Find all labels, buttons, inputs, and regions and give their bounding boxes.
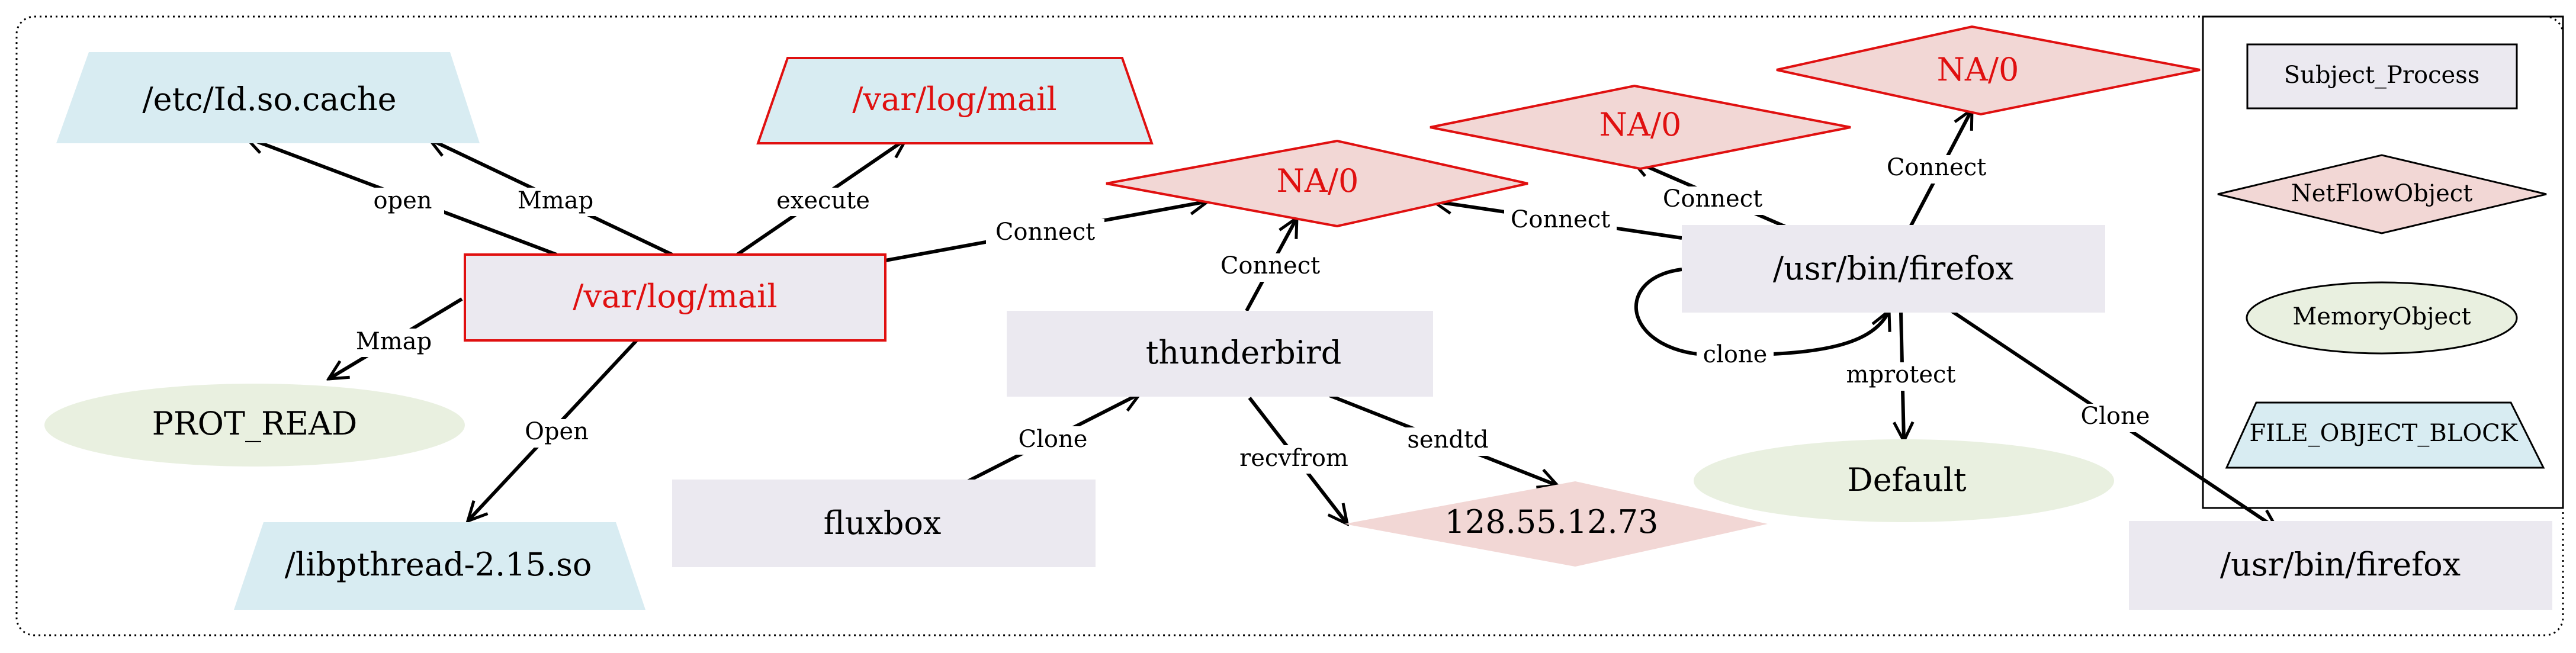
legend-process-label: Subject_Process [2284, 62, 2480, 89]
process-node-fluxbox [672, 480, 1096, 567]
process-node-firefox-label: /usr/bin/firefox [1773, 250, 2013, 287]
edge-label-mprotect: mprotect [1846, 361, 1956, 388]
legend-memory-label: MemoryObject [2292, 303, 2471, 330]
legend-netflow-swatch [2217, 154, 2547, 234]
netflow-node-na0-c [1776, 25, 2201, 116]
edge-label-connect-ff-c: Connect [1887, 154, 1986, 181]
edge-label-clone-fb: Clone [1019, 426, 1088, 453]
netflow-node-na0-b [1430, 84, 1851, 171]
edge-label-mmap-down: Mmap [356, 328, 432, 355]
edge-label-open: open [373, 187, 432, 214]
memory-node-default-label: Default [1847, 461, 1966, 498]
process-node-firefox-clone-label: /usr/bin/firefox [2220, 546, 2461, 583]
legend-netflow-label: NetFlowObject [2291, 180, 2473, 207]
edge-label-clone-ff: Clone [2081, 403, 2150, 430]
process-node-fluxbox-label: fluxbox [824, 504, 942, 542]
netflow-node-na0-b-label: NA/0 [1599, 106, 1682, 143]
file-node-var-log-mail-label: /var/log/mail [852, 81, 1056, 118]
netflow-node-ip-label: 128.55.12.73 [1445, 503, 1659, 541]
legend-file-swatch [2225, 401, 2545, 469]
memory-node-prot-read [44, 384, 465, 467]
edge-label-connect-mail: Connect [995, 218, 1095, 246]
edge-label-open-lib: Open [525, 418, 589, 445]
edge-label-sendtd: sendtd [1407, 426, 1488, 453]
legend: Subject_Process NetFlowObject MemoryObje… [2217, 43, 2547, 469]
process-node-var-log-mail [464, 253, 886, 342]
process-node-thunderbird-label: thunderbird [1146, 334, 1342, 371]
edge-label-connect-tb: Connect [1220, 252, 1320, 279]
edge-label-recvfrom: recvfrom [1239, 445, 1348, 472]
edge-label-clone-self: clone [1703, 341, 1768, 368]
legend-memory-swatch [2246, 281, 2518, 355]
legend-process-swatch [2246, 43, 2518, 110]
legend-frame [2202, 15, 2564, 509]
edge-label-execute: execute [776, 187, 870, 214]
file-node-var-log-mail [756, 57, 1154, 144]
file-node-libpthread-label: /libpthread-2.15.so [285, 546, 592, 583]
edge-label-connect-ff-b: Connect [1663, 185, 1762, 213]
edge-label-connect-ff-a: Connect [1511, 206, 1610, 233]
edge-labels: open Mmap execute Connect Mmap Open Conn… [356, 154, 2156, 474]
process-node-firefox-clone [2129, 521, 2552, 610]
edge-label-mmap-up: Mmap [518, 187, 593, 214]
netflow-node-na0-a [1106, 139, 1528, 228]
legend-file-label: FILE_OBJECT_BLOCK [2249, 420, 2518, 447]
file-node-libpthread [234, 522, 645, 610]
netflow-node-na0-c-label: NA/0 [1937, 51, 2019, 88]
netflow-node-ip [1344, 481, 1768, 567]
memory-node-default [1694, 439, 2114, 522]
process-node-thunderbird [1007, 311, 1433, 397]
memory-node-prot-read-label: PROT_READ [152, 405, 358, 442]
file-node-etc-ldso-label: /etc/Id.so.cache [142, 81, 396, 118]
process-node-firefox [1682, 225, 2105, 313]
file-node-etc-ldso [56, 52, 480, 143]
process-node-var-log-mail-label: /var/log/mail [573, 278, 777, 315]
netflow-node-na0-a-label: NA/0 [1277, 162, 1359, 200]
